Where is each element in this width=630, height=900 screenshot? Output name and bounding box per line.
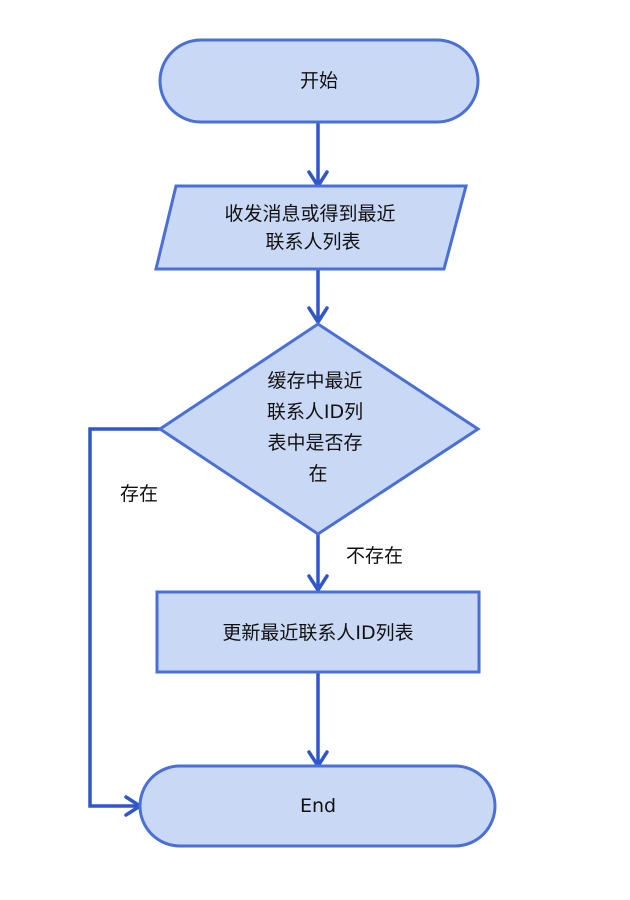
edge-update-to-end bbox=[307, 672, 329, 768]
edge-start-to-input bbox=[307, 122, 329, 188]
svg-text:收发消息或得到最近 联系人列表: 收发消息或得到最近 联系人列表 bbox=[224, 203, 401, 253]
end-node-text: End bbox=[300, 795, 336, 817]
start-node: 开始 bbox=[158, 38, 480, 124]
end-node: End bbox=[138, 764, 497, 848]
svg-text:End: End bbox=[300, 795, 336, 817]
svg-text:开始: 开始 bbox=[300, 70, 338, 92]
input-node-text-line-2: 联系人列表 bbox=[265, 231, 360, 253]
input-node: 收发消息或得到最近 联系人列表 bbox=[154, 184, 468, 271]
svg-text:缓存中最近 联系人ID列 表中是否存: 缓存中最近 联系人ID列 表中是否存 在 bbox=[267, 370, 369, 485]
update-node: 更新最近联系人ID列表 bbox=[155, 590, 481, 674]
input-node-text-line-1: 收发消息或得到最近 bbox=[224, 203, 395, 225]
update-node-text: 更新最近联系人ID列表 bbox=[222, 622, 413, 644]
exists-edge-label: 存在 bbox=[120, 483, 158, 505]
decision-node-text-line-1: 缓存中最近 bbox=[267, 370, 362, 392]
decision-node-text-line-4: 在 bbox=[308, 463, 327, 485]
edge-decision-to-update bbox=[307, 534, 329, 592]
decision-node-text-line-2: 联系人ID列 bbox=[267, 401, 363, 423]
decision-node: 缓存中最近 联系人ID列 表中是否存 在 bbox=[157, 322, 481, 536]
not-exists-edge-label: 不存在 bbox=[346, 545, 403, 567]
svg-text:更新最近联系人ID列表: 更新最近联系人ID列表 bbox=[222, 622, 413, 644]
decision-node-text-line-3: 表中是否存 bbox=[267, 432, 362, 454]
edge-input-to-decision bbox=[307, 269, 329, 324]
start-node-text: 开始 bbox=[300, 70, 338, 92]
